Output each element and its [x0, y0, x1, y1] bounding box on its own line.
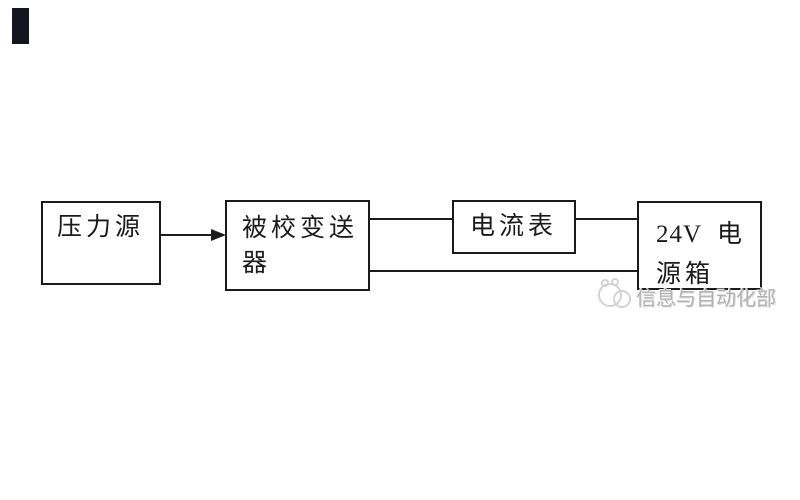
wire-transmitter-to-ammeter	[370, 218, 452, 220]
transmitter-label-line2: 器	[242, 250, 272, 277]
arrow-shaft	[161, 234, 213, 236]
pressure-source-label: 压力源	[57, 214, 145, 241]
box-pressure-source: 压力源	[41, 201, 161, 285]
wire-transmitter-to-power	[370, 270, 637, 272]
mascot-logo-icon	[596, 277, 636, 309]
corner-artifact	[12, 8, 29, 44]
transmitter-label-line1: 被校变送	[242, 215, 359, 242]
watermark: 信息与自动化部	[596, 277, 776, 311]
box-transmitter: 被校变送 器	[225, 200, 370, 291]
watermark-text: 信息与自动化部	[636, 288, 776, 310]
power-supply-label-line2: 源箱	[656, 261, 715, 288]
power-supply-label-line1: 24V 电	[656, 215, 743, 255]
box-ammeter: 电流表	[452, 200, 576, 254]
power-supply-voltage: 24V	[656, 221, 703, 248]
arrow-head-icon	[211, 229, 226, 241]
power-supply-label-char: 电	[716, 221, 743, 248]
ammeter-label: 电流表	[470, 213, 558, 240]
box-power-supply: 24V 电 源箱	[637, 201, 762, 290]
wire-ammeter-to-power	[576, 218, 637, 220]
